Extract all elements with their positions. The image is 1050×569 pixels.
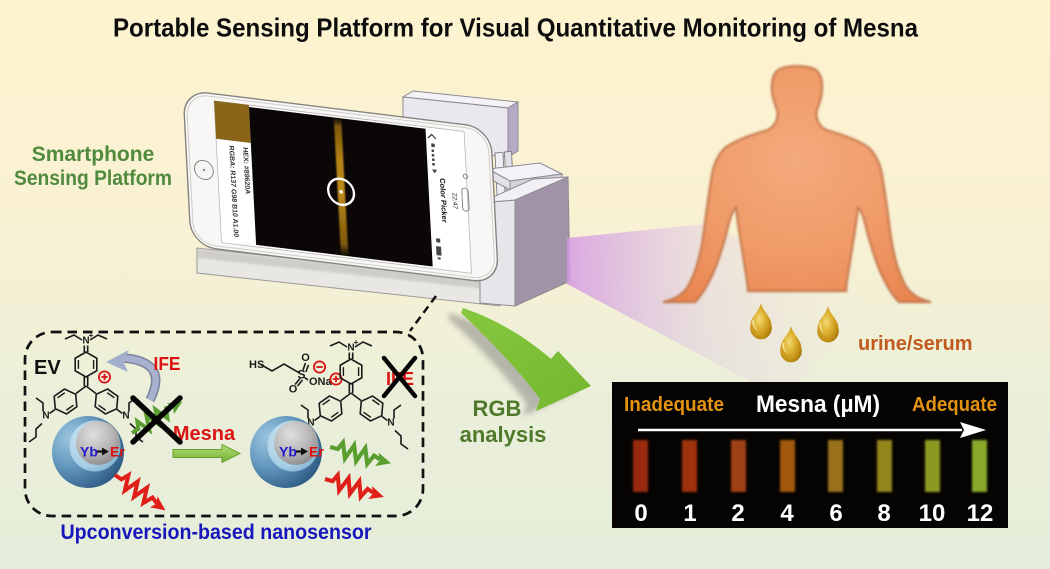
svg-text:Inadequate: Inadequate	[624, 394, 724, 416]
svg-text:Upconversion-based nanosensor: Upconversion-based nanosensor	[61, 521, 372, 544]
svg-text:O: O	[289, 384, 298, 396]
svg-text:RGB: RGB	[473, 396, 522, 421]
svg-text:Mesna: Mesna	[173, 423, 236, 445]
svg-text:S: S	[297, 368, 305, 382]
svg-text:Smartphone: Smartphone	[32, 143, 155, 166]
svg-text:Er: Er	[110, 444, 125, 460]
svg-text:analysis: analysis	[460, 422, 547, 447]
svg-text:O: O	[301, 352, 310, 364]
svg-text:urine/serum: urine/serum	[858, 333, 972, 355]
svg-text:2: 2	[731, 500, 744, 527]
svg-text:0: 0	[634, 500, 647, 527]
svg-text:HS: HS	[249, 359, 264, 371]
svg-text:Adequate: Adequate	[912, 394, 997, 416]
svg-text:Sensing Platform: Sensing Platform	[14, 167, 172, 190]
svg-text:Yb: Yb	[279, 444, 297, 460]
svg-text:ONa: ONa	[309, 376, 333, 388]
svg-text:IFE: IFE	[154, 354, 181, 374]
svg-text:Yb: Yb	[80, 444, 98, 460]
svg-text:8: 8	[877, 500, 890, 527]
svg-text:10: 10	[919, 500, 946, 527]
svg-text:22:47: 22:47	[451, 192, 459, 209]
svg-text:Color Picker: Color Picker	[438, 178, 449, 224]
svg-text:4: 4	[780, 500, 794, 527]
svg-text:RGBA: R137 G98 B10 A1.00: RGBA: R137 G98 B10 A1.00	[227, 145, 239, 238]
svg-text:Portable Sensing Platform for: Portable Sensing Platform for Visual Qua…	[113, 13, 918, 43]
svg-text:12: 12	[967, 500, 994, 527]
svg-text:EV: EV	[34, 357, 61, 379]
svg-text:HEX: #89620A: HEX: #89620A	[241, 147, 250, 195]
svg-text:Mesna (µM): Mesna (µM)	[756, 391, 880, 418]
svg-text:1: 1	[683, 500, 696, 527]
svg-text:Er: Er	[309, 444, 324, 460]
svg-text:6: 6	[829, 500, 842, 527]
